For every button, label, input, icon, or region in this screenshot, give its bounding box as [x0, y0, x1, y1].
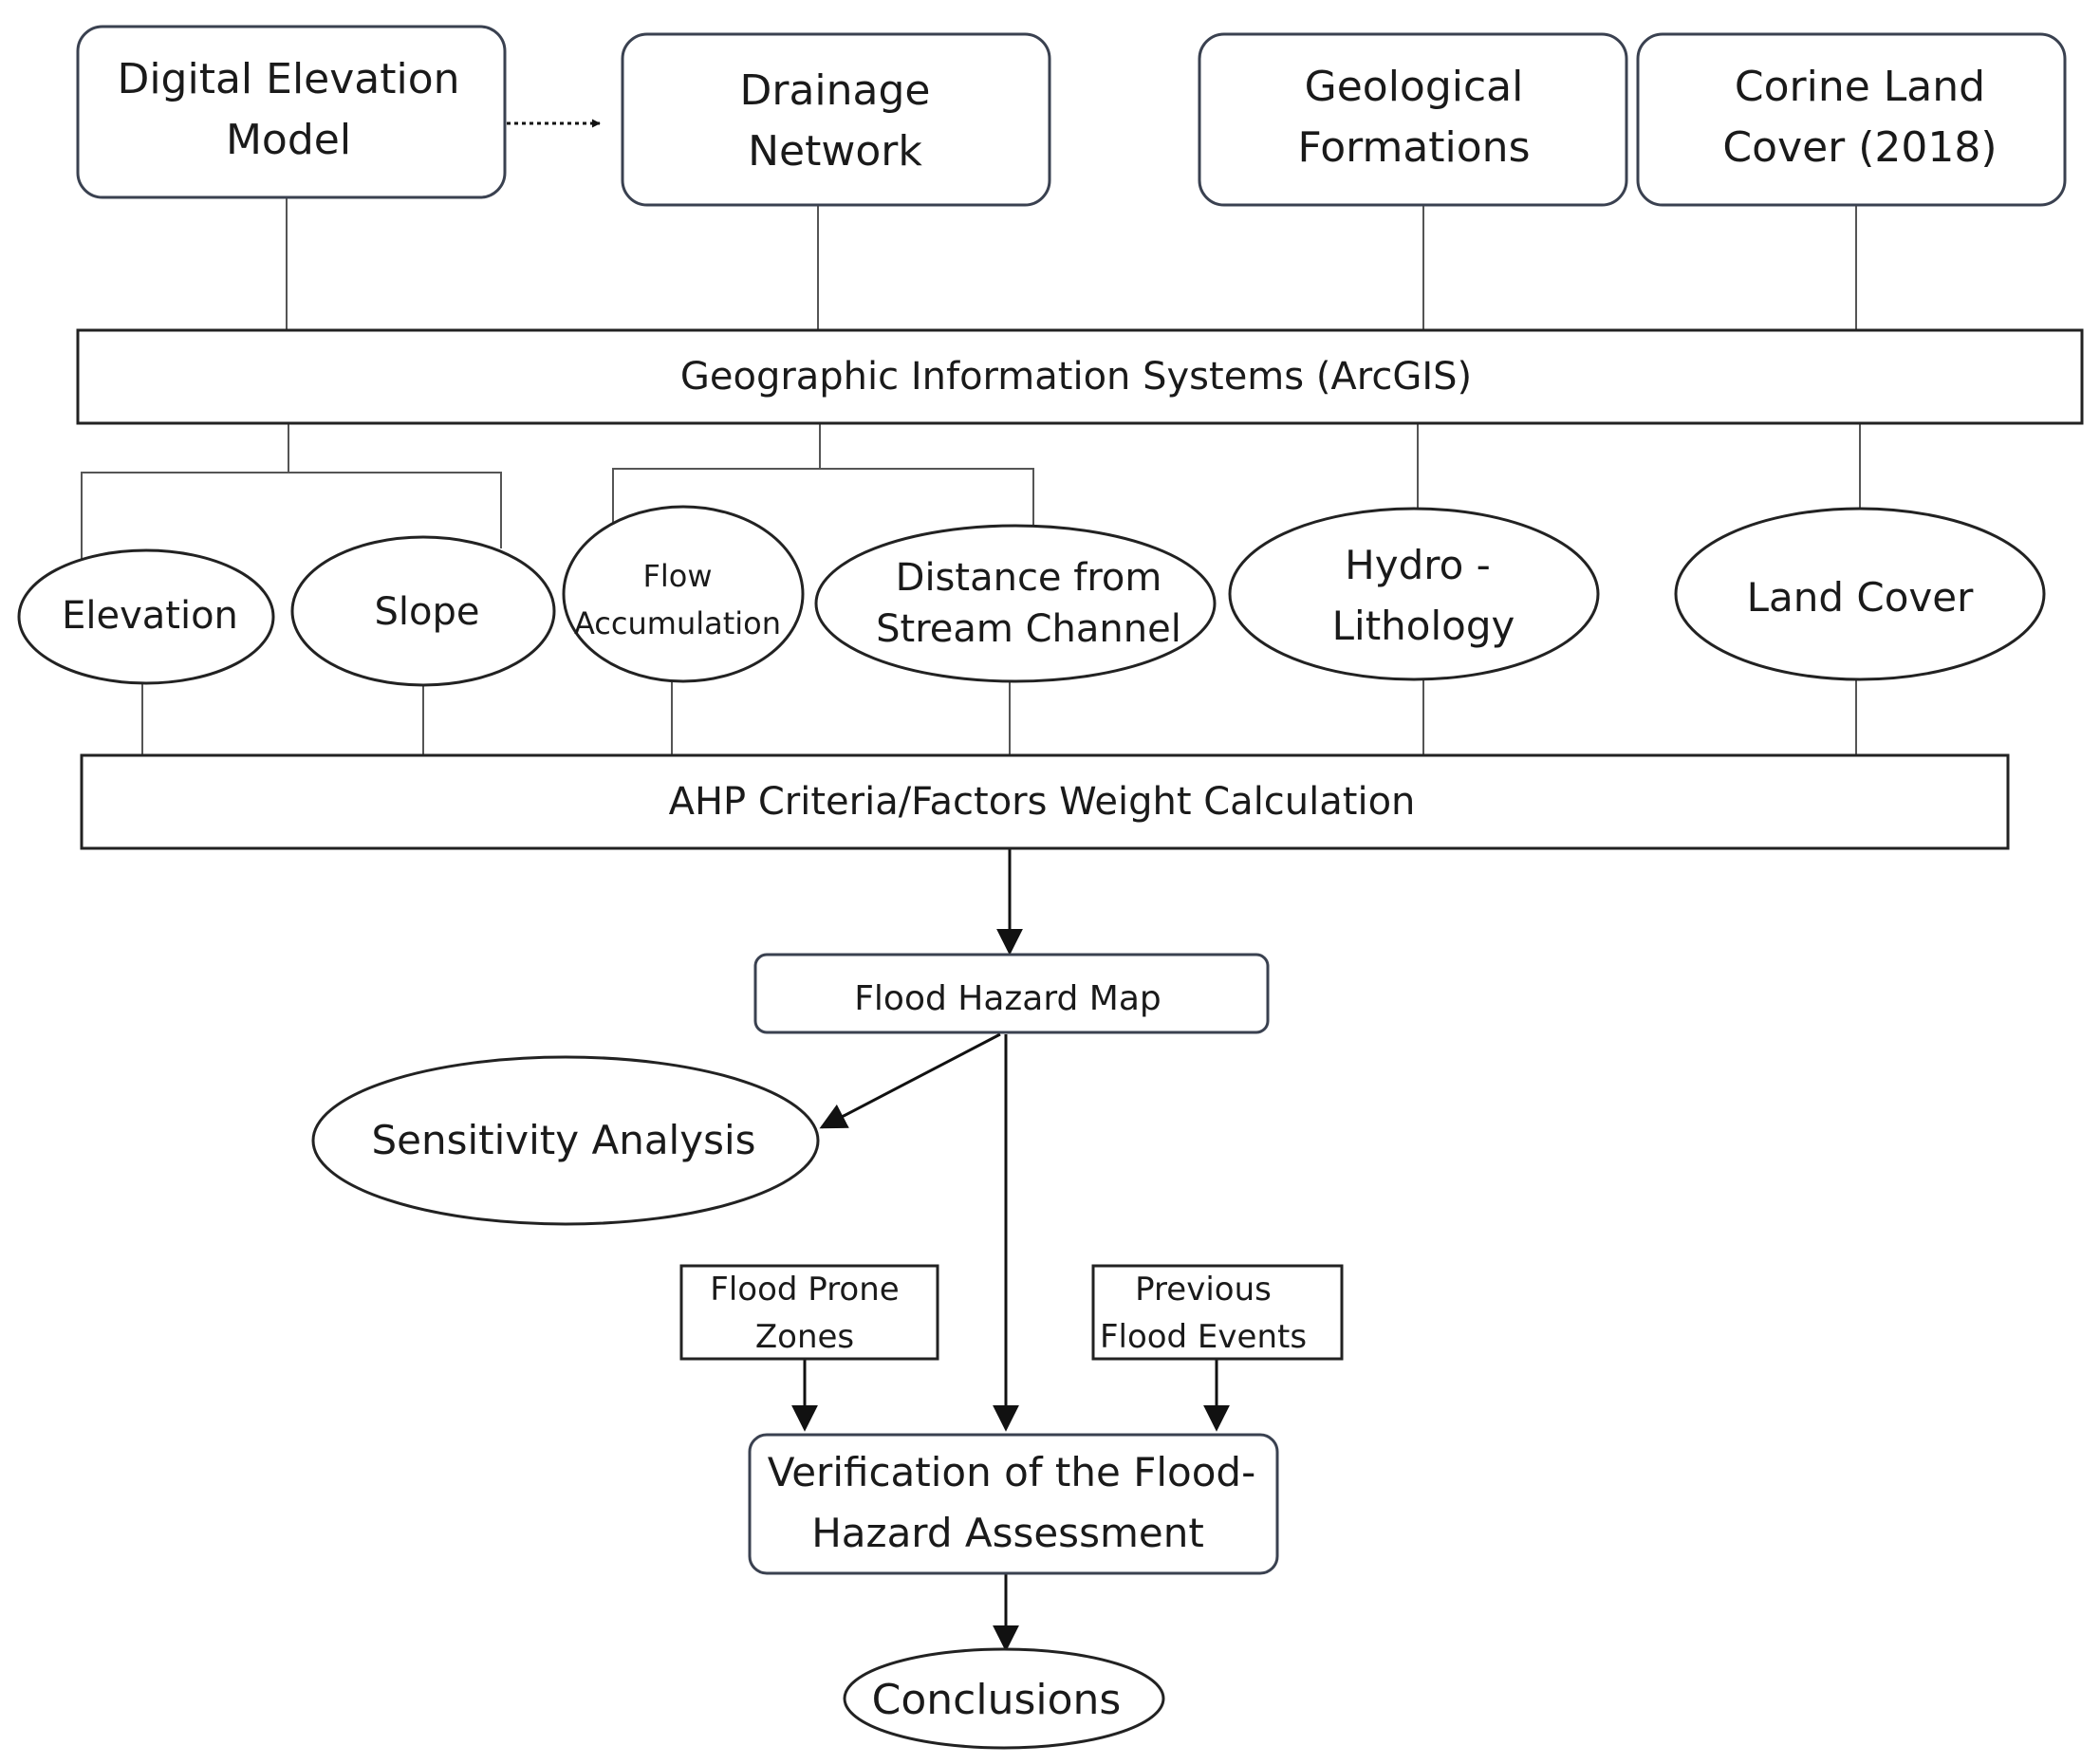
events-label-line2: Flood Events: [1100, 1318, 1307, 1356]
drainage-label-line1: Drainage: [739, 66, 930, 115]
dem-label-line2: Model: [226, 116, 351, 164]
distance-label-line2: Stream Channel: [876, 607, 1181, 651]
elevation-ellipse: Elevation: [17, 548, 275, 685]
verification-label-line1: Verification of the Flood-: [768, 1449, 1255, 1495]
land-cover-label: Land Cover: [1747, 574, 1974, 621]
dem-box: Digital Elevation Model: [76, 25, 507, 199]
hydro-label-line2: Lithology: [1332, 603, 1515, 649]
events-label-line1: Previous: [1135, 1271, 1272, 1309]
gis-label: Geographic Information Systems (ArcGIS): [680, 355, 1472, 399]
flood-map-box: Flood Hazard Map: [753, 953, 1270, 1034]
distance-label-line1: Distance from: [896, 556, 1162, 600]
ahp-label: AHP Criteria/Factors Weight Calculation: [669, 780, 1416, 824]
conclusions-ellipse: Conclusions: [843, 1647, 1165, 1750]
landcover-label-line2: Cover (2018): [1722, 123, 1997, 172]
connectors: [81, 197, 1861, 755]
dem-label-line1: Digital Elevation: [117, 55, 459, 103]
drainage-label-line2: Network: [748, 127, 922, 176]
ahp-bar: AHP Criteria/Factors Weight Calculation: [80, 753, 2010, 850]
flow-label-line1: Flow: [642, 558, 712, 594]
hydro-ellipse: Hydro - Lithology: [1228, 507, 1600, 681]
landcover-box: Corine Land Cover (2018): [1636, 32, 2067, 207]
prone-box: Flood Prone Zones: [679, 1264, 939, 1361]
landcover-label-line1: Corine Land: [1735, 63, 1985, 111]
geology-label-line2: Formations: [1297, 123, 1530, 172]
verification-box: Verification of the Flood- Hazard Assess…: [748, 1433, 1279, 1575]
slope-ellipse: Slope: [290, 535, 556, 687]
elevation-label: Elevation: [62, 594, 238, 638]
verification-label-line2: Hazard Assessment: [811, 1510, 1204, 1556]
sensitivity-label: Sensitivity Analysis: [371, 1117, 755, 1163]
hydro-label-line1: Hydro -: [1345, 542, 1491, 588]
events-box: Previous Flood Events: [1091, 1264, 1344, 1361]
conclusions-label: Conclusions: [872, 1676, 1122, 1724]
arrows: [507, 119, 1230, 1652]
flow-ellipse: Flow Accumulation: [562, 505, 805, 683]
flood-map-label: Flood Hazard Map: [854, 979, 1162, 1018]
geology-label-line1: Geological: [1305, 63, 1524, 111]
sensitivity-ellipse: Sensitivity Analysis: [311, 1055, 820, 1226]
slope-label: Slope: [375, 590, 480, 634]
map-to-sensitivity-arrow: [819, 1032, 1001, 1129]
distance-ellipse: Distance from Stream Channel: [814, 524, 1217, 683]
flow-label-line2: Accumulation: [574, 605, 781, 641]
drainage-box: Drainage Network: [621, 32, 1051, 207]
prone-label-line1: Flood Prone: [710, 1271, 899, 1309]
prone-label-line2: Zones: [755, 1318, 854, 1356]
geology-box: Geological Formations: [1198, 32, 1628, 207]
gis-bar: Geographic Information Systems (ArcGIS): [76, 328, 2084, 425]
land-cover-ellipse: Land Cover: [1674, 507, 2046, 681]
